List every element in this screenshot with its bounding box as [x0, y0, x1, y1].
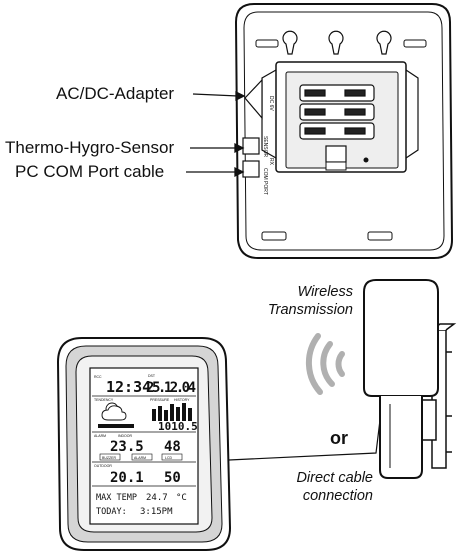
jack-label-com: COM PORT — [262, 168, 268, 195]
lcd-max-temp-label: MAX TEMP — [96, 493, 137, 503]
lcd-small-lcd: LCD — [165, 456, 172, 460]
lcd-time: 12:34 — [106, 378, 151, 396]
wireless-label-line2: Transmission — [267, 302, 353, 318]
station-back-view — [234, 3, 454, 259]
lcd-small-indoor: INDOOR — [118, 434, 132, 438]
jack-label-dc: DC 6V — [268, 96, 274, 111]
pc-cable-callout-label: PC COM Port cable — [15, 162, 165, 181]
lcd-indoor-humidity: 48 — [164, 439, 181, 455]
pc-com-jack — [242, 160, 260, 178]
lcd-max-temp-unit: °C — [176, 493, 187, 503]
sensor-jack — [242, 137, 260, 155]
sensor-callout-label: Thermo-Hygro-Sensor — [5, 138, 175, 157]
lcd-small-rcc: RCC — [94, 375, 102, 379]
direct-cable — [228, 419, 381, 461]
lcd-small-tendency: TENDENCY — [94, 398, 114, 402]
lcd-small-alarm1: ALARM — [94, 434, 106, 438]
lcd-today-time: 3:15PM — [140, 507, 173, 517]
lcd-small-alarm2: ALARM — [134, 456, 146, 460]
or-label: or — [330, 428, 348, 448]
station-front-view — [56, 337, 232, 551]
lcd-small-outdoor: OUTDOOR — [94, 464, 112, 468]
dc-jack — [244, 78, 263, 120]
battery-cells — [299, 84, 375, 140]
pressure-history-bars — [152, 403, 192, 421]
weather-forecast-icon — [101, 402, 127, 421]
lcd-max-temp-value: 24.7 — [146, 493, 168, 503]
lcd-pressure: 1010.5 — [158, 420, 198, 433]
lcd-small-history: HISTORY — [174, 398, 190, 402]
lcd-small-pressure: PRESSURE — [150, 398, 170, 402]
direct-cable-label-line2: connection — [302, 488, 373, 504]
callout-arrows — [186, 90, 246, 178]
outdoor-sensor — [363, 279, 457, 479]
lcd-today-label: TODAY: — [96, 507, 127, 517]
direct-cable-label-line1: Direct cable — [296, 470, 373, 486]
jack-label-rx: RX — [268, 158, 274, 166]
lcd-small-buzzer: BUZZER — [102, 456, 116, 460]
direct-cable-label: Direct cable connection — [296, 469, 373, 505]
wireless-label-line1: Wireless — [297, 284, 353, 300]
jack-label-sensor: SENSOR — [262, 136, 268, 158]
adapter-callout-label: AC/DC-Adapter — [56, 84, 175, 103]
lcd-date: 25.12.04 — [146, 380, 196, 396]
lcd-indoor-temp: 23.5 — [110, 439, 144, 455]
wireless-label: Wireless Transmission — [268, 283, 353, 319]
lcd-small-dst: DST — [148, 374, 156, 378]
lcd-outdoor-humidity: 50 — [164, 470, 181, 486]
wireless-waves-icon — [305, 333, 345, 395]
lcd-outdoor-temp: 20.1 — [110, 470, 144, 486]
wall-mount-holes — [282, 30, 392, 55]
